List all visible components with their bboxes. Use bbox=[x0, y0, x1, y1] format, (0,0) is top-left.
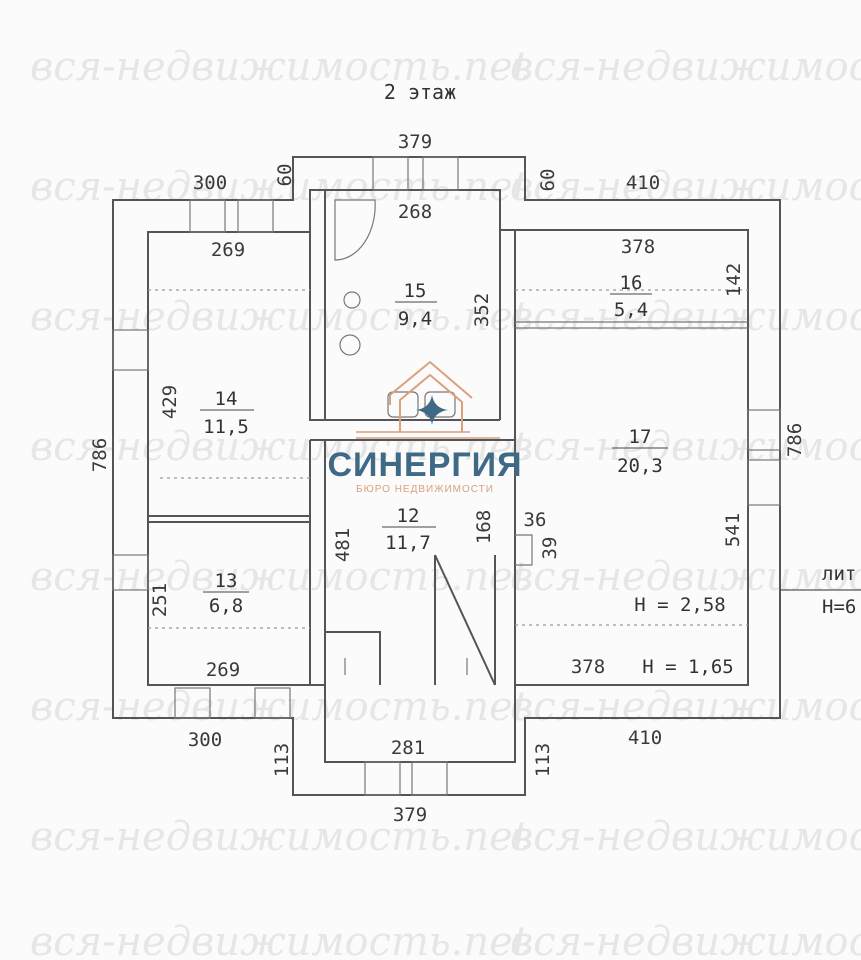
watermark: вся-недвижимость.net bbox=[510, 44, 861, 90]
dim-label: 379 bbox=[393, 804, 427, 826]
dim-label: 410 bbox=[628, 727, 662, 749]
watermarks: вся-недвижимость.net вся-недвижимость.ne… bbox=[30, 44, 861, 960]
svg-text:12: 12 bbox=[397, 505, 420, 527]
dim-label: 113 bbox=[271, 743, 293, 777]
dim-label: 379 bbox=[398, 131, 432, 153]
dim-label: 300 bbox=[188, 729, 222, 751]
outer-wall bbox=[112, 156, 781, 796]
room-16: 165,4 bbox=[610, 272, 652, 321]
dimension-labels: 379 300 60 60 410 268 269 378 352 142 42… bbox=[89, 131, 806, 826]
dim-label: 410 bbox=[626, 172, 660, 194]
side-note-label: лит bbox=[822, 563, 856, 585]
dim-label: 300 bbox=[193, 172, 227, 194]
svg-text:11,5: 11,5 bbox=[203, 416, 249, 438]
logo: СИНЕРГИЯ БЮРО НЕДВИЖИМОСТИ bbox=[327, 360, 522, 495]
dim-label: 269 bbox=[211, 239, 245, 261]
watermark: вся-недвижимость.net bbox=[30, 44, 530, 90]
dim-label: 429 bbox=[159, 385, 181, 419]
svg-text:16: 16 bbox=[620, 272, 643, 294]
bathroom-fixtures bbox=[334, 199, 456, 418]
dim-label: 60 bbox=[274, 164, 296, 187]
watermark: вся-недвижимость.net bbox=[30, 554, 530, 600]
watermark: вся-недвижимость.net bbox=[510, 814, 861, 860]
dim-label: 168 bbox=[473, 510, 495, 544]
room-12: 12 11,7 bbox=[382, 505, 436, 554]
watermark: вся-недвижимость.net bbox=[510, 919, 861, 960]
svg-text:14: 14 bbox=[215, 388, 238, 410]
dim-label: 281 bbox=[391, 737, 425, 759]
svg-text:11,7: 11,7 bbox=[385, 532, 431, 554]
dim-label: 352 bbox=[471, 293, 493, 327]
room-13: 136,8 bbox=[203, 570, 249, 617]
svg-text:13: 13 bbox=[215, 570, 238, 592]
interior-walls bbox=[148, 190, 748, 686]
dim-label: 39 bbox=[539, 537, 561, 560]
windows bbox=[112, 156, 781, 796]
watermark: вся-недвижимость.net bbox=[30, 684, 530, 730]
dim-label: 541 bbox=[722, 513, 744, 547]
dim-label: 142 bbox=[723, 263, 745, 297]
dim-label: 786 bbox=[784, 423, 806, 457]
side-note-height: H=6 bbox=[822, 596, 856, 618]
watermark: вся-недвижимость.net bbox=[30, 294, 530, 340]
dim-label: 36 bbox=[524, 509, 547, 531]
logo-name: СИНЕРГИЯ bbox=[327, 446, 522, 484]
watermark: вся-недвижимость.net bbox=[30, 814, 530, 860]
room-15: 159,4 bbox=[395, 280, 437, 330]
room-17: 17 20,3 bbox=[612, 426, 668, 477]
watermark: вся-недвижимость.net bbox=[510, 424, 861, 470]
dim-label: 251 bbox=[149, 583, 171, 617]
logo-subtitle: БЮРО НЕДВИЖИМОСТИ bbox=[356, 484, 494, 495]
room-14: 14 11,5 bbox=[200, 388, 254, 438]
dim-label: 113 bbox=[532, 743, 554, 777]
floor-title: 2 этаж bbox=[384, 80, 456, 104]
star-icon bbox=[416, 395, 448, 425]
svg-text:5,4: 5,4 bbox=[614, 299, 648, 321]
watermark: вся-недвижимость.net bbox=[510, 684, 861, 730]
watermark: вся-недвижимость.net bbox=[510, 294, 861, 340]
dim-label: 269 bbox=[206, 659, 240, 681]
watermark: вся-недвижимость.net bbox=[510, 164, 861, 210]
watermark: вся-недвижимость.net bbox=[510, 554, 861, 600]
dim-label: 378 bbox=[621, 236, 655, 258]
svg-text:9,4: 9,4 bbox=[398, 308, 432, 330]
dim-label: 268 bbox=[398, 201, 432, 223]
dim-label: 378 bbox=[571, 656, 605, 678]
svg-text:15: 15 bbox=[404, 280, 427, 302]
svg-text:6,8: 6,8 bbox=[209, 595, 243, 617]
dim-label: 786 bbox=[89, 438, 111, 472]
svg-text:17: 17 bbox=[629, 426, 652, 448]
ceiling-height-main: H = 2,58 bbox=[634, 594, 726, 616]
svg-text:20,3: 20,3 bbox=[617, 455, 663, 477]
dim-label: 60 bbox=[537, 169, 559, 192]
dim-label: 481 bbox=[332, 528, 354, 562]
ceiling-height-low: H = 1,65 bbox=[642, 656, 734, 678]
watermark: вся-недвижимость.net bbox=[30, 919, 530, 960]
